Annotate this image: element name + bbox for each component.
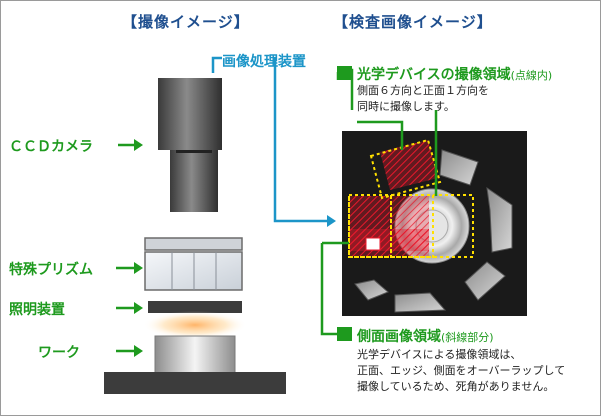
optical-device-desc-line: 側面６方向と正面１方向を [357,84,489,97]
ccd-camera-label: ＣＣＤカメラ [9,139,93,155]
work-label: ワーク [38,345,80,361]
dotted-capture-region [348,138,474,258]
optical-device-area-title: 光学デバイスの撮像領域(点線内) [357,64,552,84]
side-image-area-description: 光学デバイスによる撮像領域は、 正面、エッジ、側面をオーバーラップして 撮像して… [357,347,565,395]
camera-to-processing-line [211,56,327,223]
side-image-area-title-text: 側面画像領域 [357,329,441,345]
side-image-desc-line: 正面、エッジ、側面をオーバーラップして [357,364,566,377]
optical-device-area-description: 側面６方向と正面１方向を 同時に撮像します。 [357,83,489,115]
lighting-illustration [143,301,247,339]
prism-illustration [144,237,243,291]
ccd-camera-illustration [158,78,222,212]
lighting-device-label: 照明装置 [9,302,65,318]
component-arrows [116,143,134,353]
optical-device-desc-line: 同時に撮像します。 [357,100,455,113]
inspection-image [342,131,527,316]
special-prism-label: 特殊プリズム [9,262,93,278]
callout-leaders [320,68,438,336]
side-image-desc-line: 撮像しているため、死角がありません。 [357,380,555,393]
side-image-area-note: (斜線部分) [441,331,494,344]
heading-inspection-image: 【検査画像イメージ】 [333,13,493,31]
side-image-desc-line: 光学デバイスによる撮像領域は、 [357,348,522,361]
side-image-area-title: 側面画像領域(斜線部分) [357,326,494,346]
callout-marker-top [337,66,352,80]
callout-marker-bottom [337,327,352,341]
work-illustration [104,335,286,394]
image-processing-device-label: 画像処理装置 [222,54,306,70]
optical-device-area-title-text: 光学デバイスの撮像領域 [357,67,511,83]
heading-imaging-image: 【撮像イメージ】 [122,13,250,31]
optical-device-area-note: (点線内) [510,69,553,82]
